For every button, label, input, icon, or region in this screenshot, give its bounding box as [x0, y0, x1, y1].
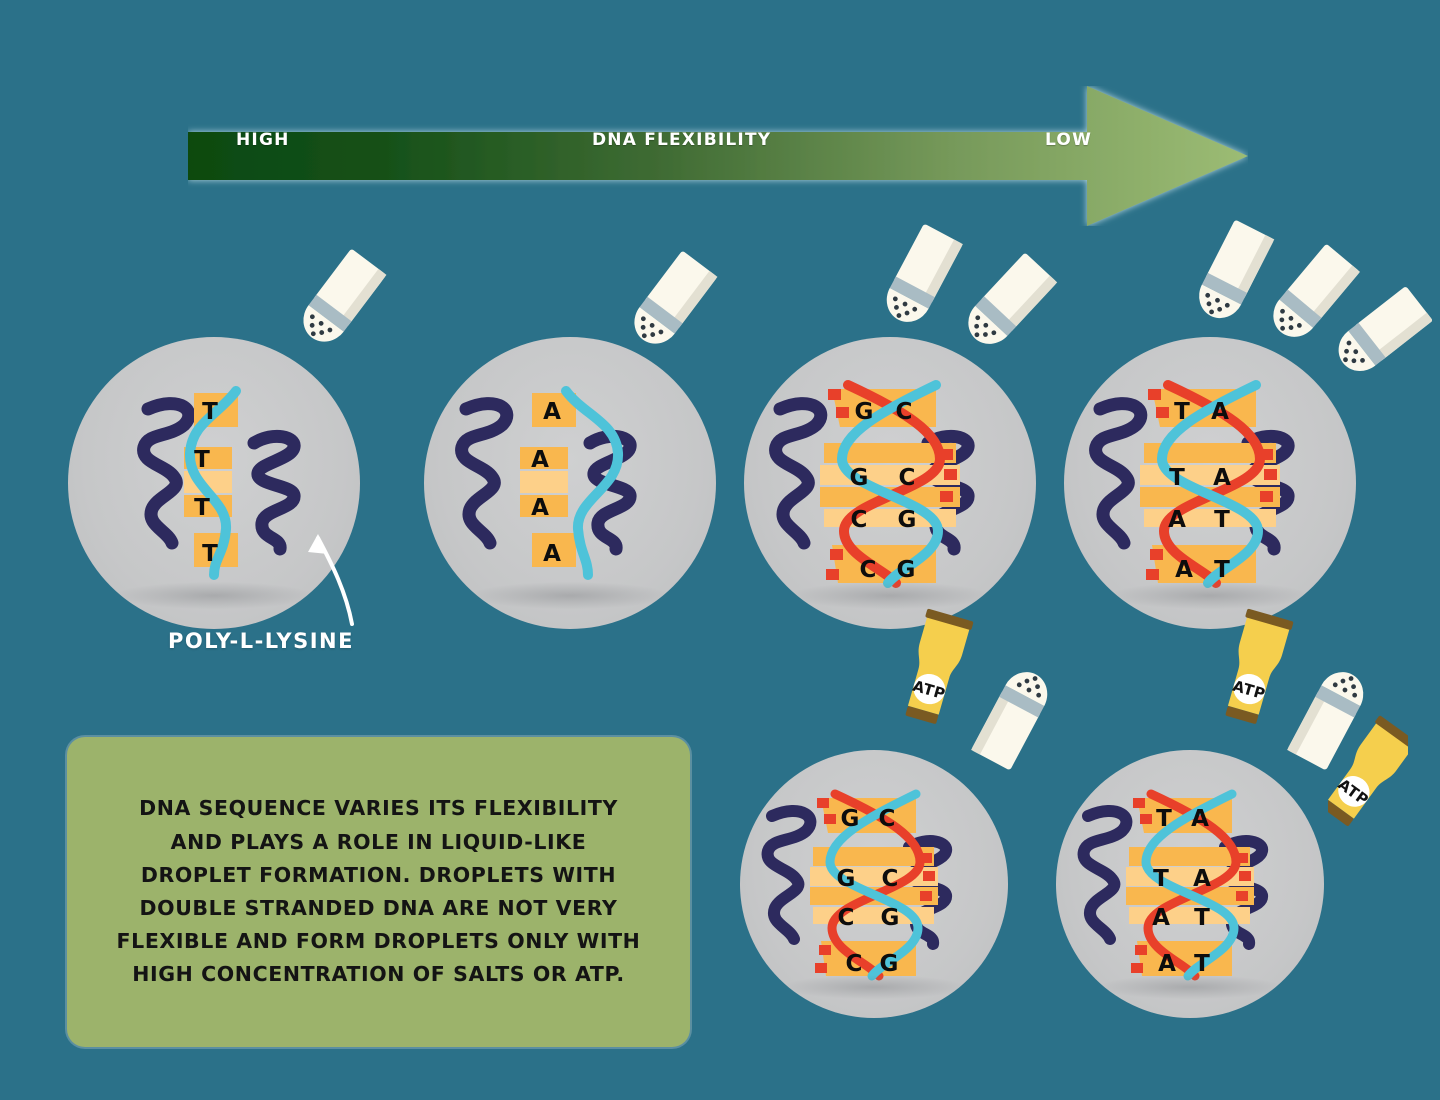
- base-letter: T: [202, 399, 218, 425]
- callout-arrow-icon: [308, 534, 354, 626]
- dna-strand-cyan: [836, 380, 944, 588]
- droplet-2-contents: A A A A: [455, 386, 637, 580]
- dna-base-pairs: [810, 798, 938, 976]
- base-letter: T: [202, 541, 218, 567]
- dna-strand-red: [827, 789, 925, 981]
- salt-shaker-icon: [968, 253, 1058, 344]
- droplet-1: T T T T: [68, 337, 360, 629]
- droplet-5: G C G C C G C G: [740, 750, 1008, 1018]
- droplet-4: T A T A A T A T: [1064, 337, 1356, 629]
- polylysine-label: POLY-L-LYSINE: [168, 629, 354, 653]
- dna-flexibility-arrow: HIGH DNA FLEXIBILITY LOW: [188, 86, 1248, 226]
- salt-shaker-icon: [303, 249, 387, 342]
- arrow-label-low: LOW: [1045, 130, 1093, 150]
- dna-strand-red: [838, 380, 946, 588]
- dna-bases: [184, 393, 238, 567]
- base-letter: T: [1156, 806, 1172, 832]
- base-letter: A: [543, 541, 561, 567]
- summary-textbox: DNA SEQUENCE VARIES ITS FLEXIBILITY AND …: [67, 737, 690, 1047]
- base-letter: A: [1152, 905, 1170, 931]
- base-letter: T: [1169, 465, 1185, 491]
- base-letter: G: [855, 399, 874, 425]
- base-letter: G: [841, 806, 860, 832]
- base-letter: A: [531, 495, 549, 521]
- polylysine-curly-icon: [137, 397, 196, 550]
- droplet-1-contents: T T T T: [137, 386, 301, 580]
- summary-text: DNA SEQUENCE VARIES ITS FLEXIBILITY AND …: [116, 796, 641, 987]
- base-letter: C: [899, 465, 916, 491]
- base-letter: T: [194, 495, 210, 521]
- polylysine-curly-icon: [1089, 397, 1148, 550]
- base-letter: C: [860, 557, 877, 583]
- base-letter: C: [882, 866, 899, 892]
- salt-shaker-icon: [971, 672, 1048, 770]
- dna-strand-cyan: [561, 386, 623, 580]
- base-letter: T: [1153, 866, 1169, 892]
- base-letter: A: [531, 447, 549, 473]
- base-letter: T: [1214, 557, 1230, 583]
- droplet-2: A A A A: [424, 337, 716, 629]
- droplet-5-contents: G C G C C G C G: [761, 789, 952, 981]
- base-letter: C: [838, 905, 855, 931]
- atp-bottle-icon: ATP: [905, 608, 974, 724]
- base-letter: T: [194, 447, 210, 473]
- salt-shaker-icon: [1273, 244, 1360, 337]
- base-letter: A: [1191, 806, 1209, 832]
- base-letter: A: [543, 399, 561, 425]
- dna-base-pairs: [1126, 798, 1254, 976]
- dna-strand-red: [1143, 789, 1241, 981]
- base-letter: A: [1158, 951, 1176, 977]
- droplet-3-contents: G C G C C G C G: [769, 380, 975, 588]
- base-letter: C: [846, 951, 863, 977]
- base-letter: T: [1174, 399, 1190, 425]
- dna-bases: [520, 393, 576, 567]
- dna-strand-cyan: [185, 386, 241, 580]
- droplet-6-contents: T A T A A T A T: [1077, 789, 1268, 981]
- base-letter: T: [1194, 951, 1210, 977]
- base-letter: A: [1168, 507, 1186, 533]
- polylysine-curly-icon: [769, 397, 828, 550]
- base-letter: C: [851, 507, 868, 533]
- atp-bottle-icon: ATP: [1225, 608, 1294, 724]
- droplet-6: T A T A A T A T: [1056, 750, 1324, 1018]
- base-letter: G: [898, 507, 917, 533]
- polylysine-curly-icon: [455, 397, 514, 550]
- salt-shaker-icon: [634, 251, 718, 344]
- base-letter: T: [1194, 905, 1210, 931]
- droplet-4-contents: T A T A A T A T: [1089, 380, 1295, 588]
- base-letter: C: [879, 806, 896, 832]
- dna-strand-red: [1158, 380, 1266, 588]
- arrow-label-title: DNA FLEXIBILITY: [592, 130, 772, 150]
- droplet-3: G C G C C G C G: [744, 337, 1036, 629]
- base-letter: G: [897, 557, 916, 583]
- salt-shaker-icon: [1338, 287, 1432, 371]
- base-letter: G: [837, 866, 856, 892]
- base-letter: T: [1214, 507, 1230, 533]
- salt-shaker-icon: [1199, 220, 1275, 319]
- base-letter: G: [881, 905, 900, 931]
- dna-strand-cyan: [1156, 380, 1264, 588]
- dna-strand-cyan: [1141, 789, 1239, 981]
- base-letter: A: [1193, 866, 1211, 892]
- polylysine-curly-icon: [1077, 805, 1133, 945]
- polylysine-zigzag-icon: [247, 429, 301, 556]
- base-letter: A: [1175, 557, 1193, 583]
- base-letter: C: [896, 399, 913, 425]
- base-letter: G: [880, 951, 899, 977]
- salt-shaker-icon: [1287, 672, 1364, 770]
- arrow-label-high: HIGH: [236, 130, 290, 150]
- base-letter: A: [1213, 465, 1231, 491]
- polylysine-curly-icon: [761, 805, 817, 945]
- base-letter: G: [850, 465, 869, 491]
- salt-shaker-icon: [886, 224, 963, 322]
- arrow-shape: [188, 86, 1248, 226]
- base-letter: A: [1211, 399, 1229, 425]
- atp-bottle-icon: ATP: [1328, 715, 1408, 826]
- dna-strand-cyan: [825, 789, 923, 981]
